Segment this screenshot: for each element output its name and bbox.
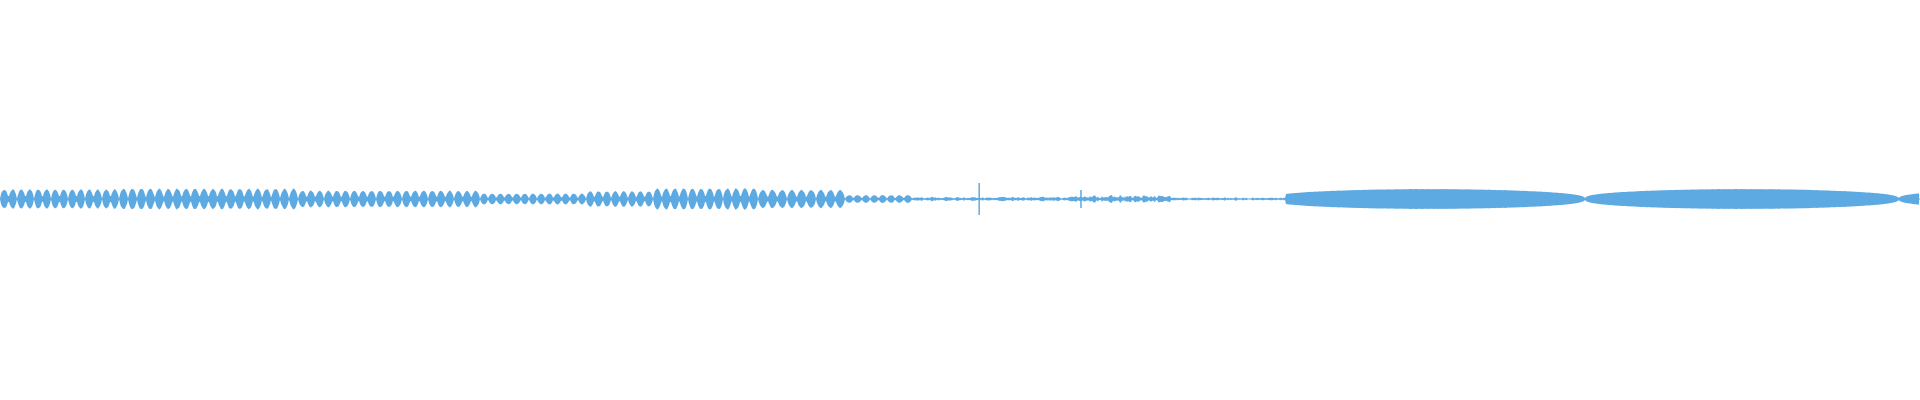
waveform-spikes bbox=[978, 183, 1082, 215]
waveform-envelope bbox=[0, 188, 1919, 210]
